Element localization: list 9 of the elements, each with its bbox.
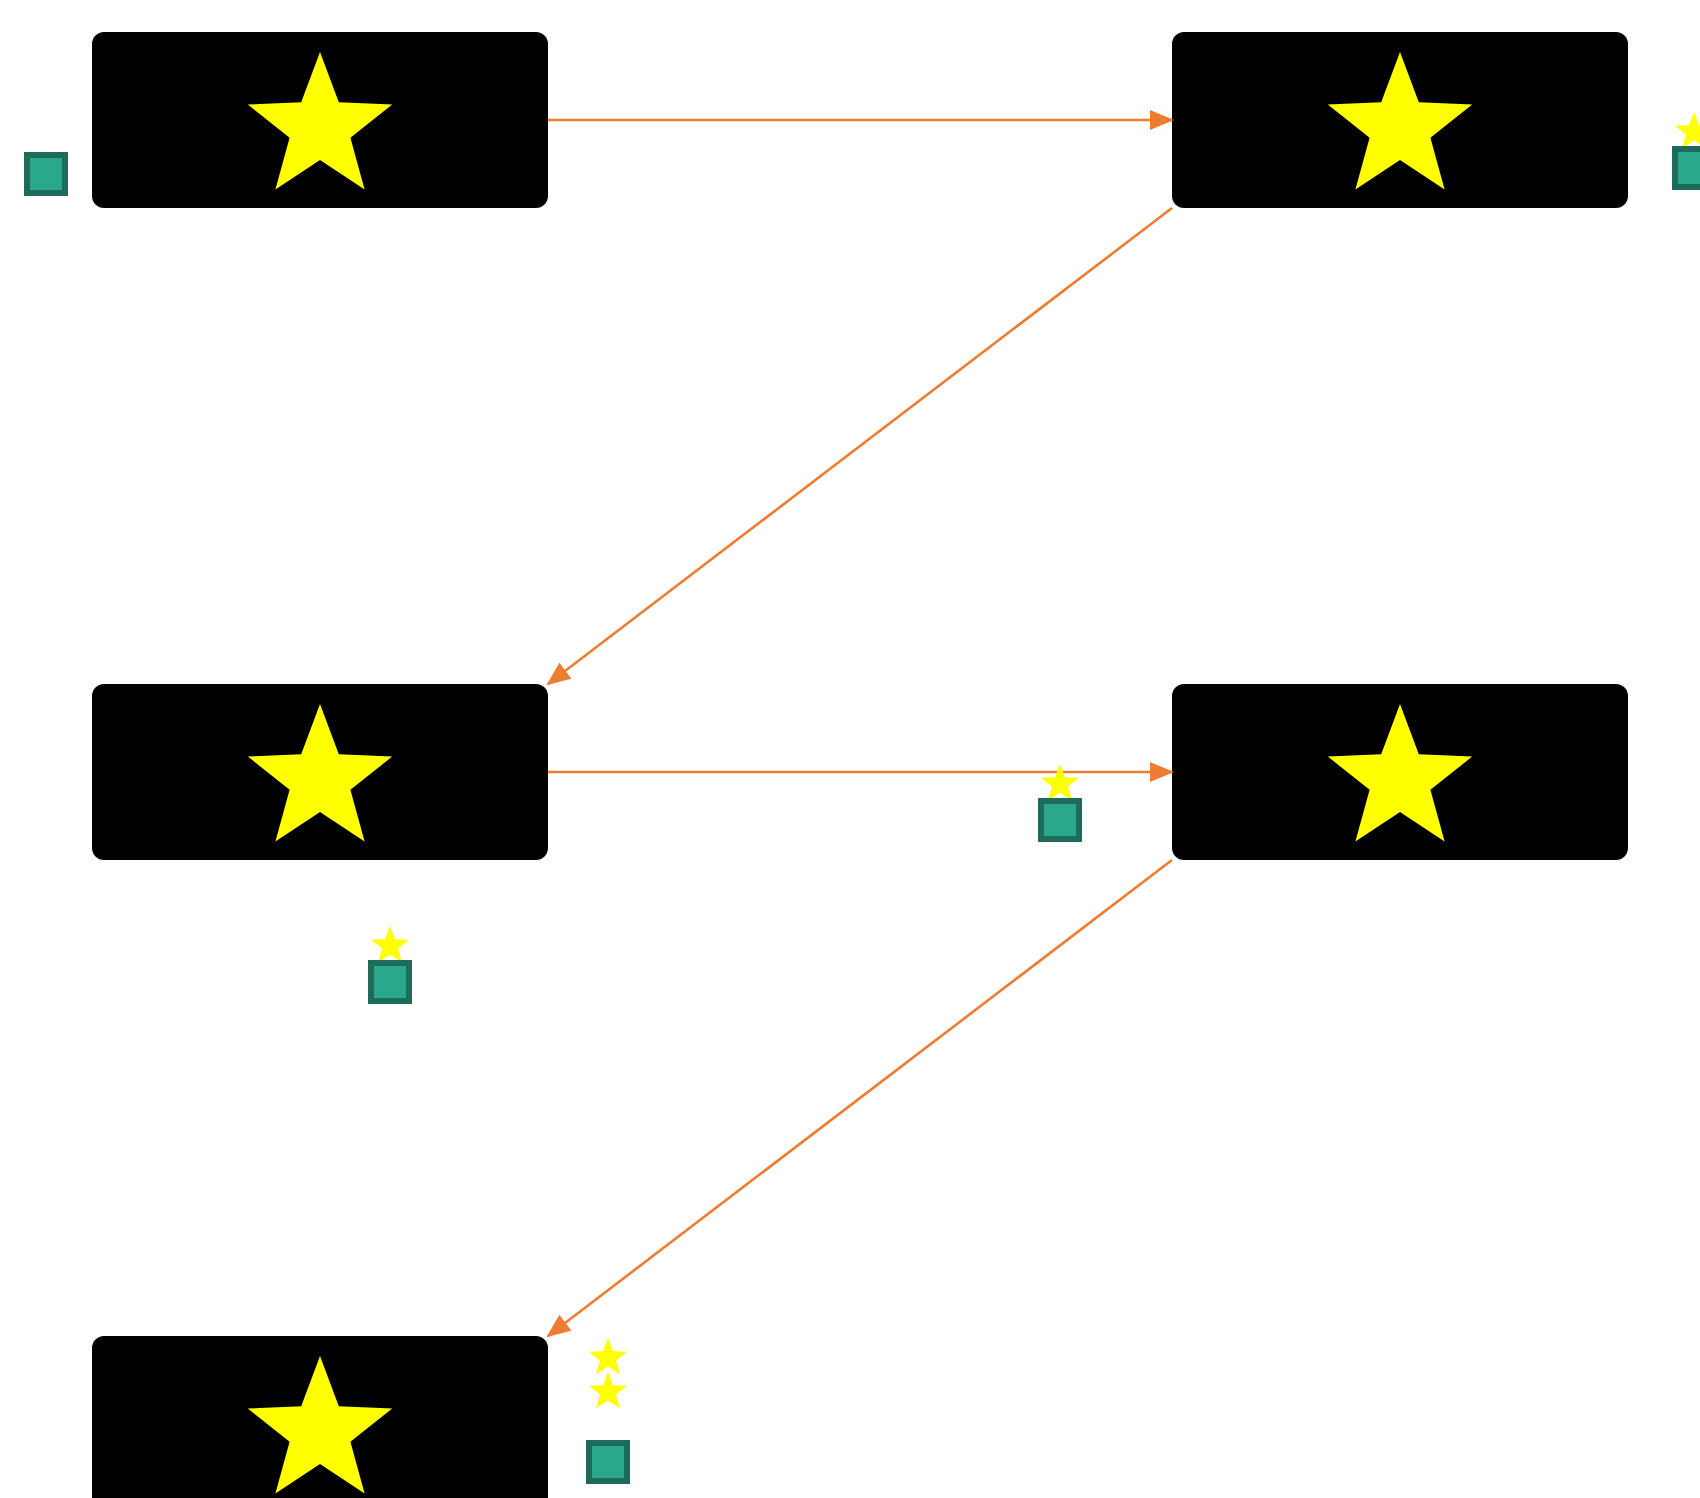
star-card <box>1172 684 1628 860</box>
star-card <box>1172 32 1628 208</box>
star-card <box>92 1336 548 1498</box>
arrow <box>546 858 1173 1338</box>
arrow <box>546 206 1173 686</box>
arrow <box>548 110 1174 130</box>
arrow <box>548 762 1174 782</box>
star-card <box>92 32 548 208</box>
star-card <box>92 684 548 860</box>
